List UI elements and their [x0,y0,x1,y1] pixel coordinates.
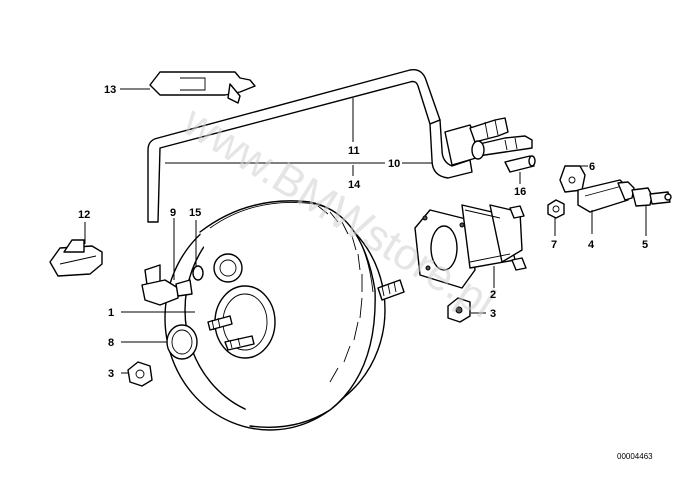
spacer-flange-2 [414,204,527,289]
o-ring-8 [166,324,198,360]
callout-2: 2 [490,289,496,301]
mounting-studs [207,315,255,351]
leader-lines [84,88,647,374]
clamp-12 [49,239,103,277]
callout-8: 8 [108,337,114,349]
brake-servo-1 [164,200,405,431]
callout-12: 12 [78,209,90,221]
callout-13: 13 [104,84,116,96]
vacuum-hose-11 [147,69,441,223]
nut-3-right [447,297,471,323]
document-number: 00004463 [617,452,653,461]
callout-16: 16 [514,186,526,198]
nut-7 [547,199,565,219]
callout-15: 15 [189,207,201,219]
callout-7: 7 [551,239,557,251]
seal-ring-15 [192,265,204,281]
nut-3-left [127,361,153,387]
callout-6: 6 [589,161,595,173]
check-valve-10 [429,117,533,179]
valve-body-4 [577,179,635,213]
callout-5: 5 [642,239,648,251]
callout-3-left: 3 [108,368,114,380]
connector-5 [631,187,672,207]
callout-1: 1 [108,307,114,319]
bracket-13 [149,71,256,104]
callout-3-right: 3 [490,308,496,320]
callout-9: 9 [170,207,176,219]
callout-11: 11 [348,145,360,157]
callout-4: 4 [588,239,595,251]
vacuum-connector-9 [141,264,193,306]
callout-14: 14 [348,179,361,191]
hose-piece-16 [504,155,536,173]
clip-6 [559,165,586,193]
callout-10: 10 [388,158,400,170]
